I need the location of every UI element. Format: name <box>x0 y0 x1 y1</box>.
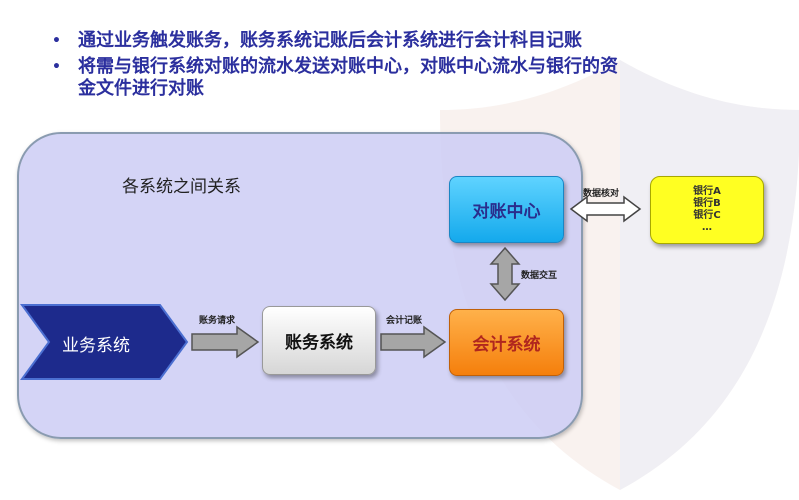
bullet-text: 通过业务触发账务，账务系统记账后会计系统进行会计科目记账 <box>78 30 582 51</box>
bullet-continuation: 金文件进行对账 <box>52 78 772 100</box>
edge-label-accounting-entry: 会计记账 <box>386 316 423 326</box>
arrow-recon-banks <box>569 195 642 223</box>
bank-item: 银行C <box>693 210 721 221</box>
bullet-item: • 通过业务触发账务，账务系统记账后会计系统进行会计科目记账 <box>52 30 772 52</box>
bullet-text: 将需与银行系统对账的流水发送对账中心，对账中心流水与银行的资 <box>78 56 618 77</box>
bullet-text: 金文件进行对账 <box>78 78 204 99</box>
arrow-recon-accounting <box>489 246 521 302</box>
edge-label-data-exchange: 数据交互 <box>521 271 558 281</box>
ledger-system-label: 账务系统 <box>285 333 353 353</box>
bullet-item: • 将需与银行系统对账的流水发送对账中心，对账中心流水与银行的资 <box>52 56 772 78</box>
bank-item: 银行A <box>693 186 721 197</box>
ledger-system-box: 账务系统 <box>262 306 376 375</box>
edge-label-data-check: 数据核对 <box>583 189 620 199</box>
arrow-ledger-to-accounting <box>380 325 447 359</box>
bank-item-ellipsis: … <box>702 222 712 233</box>
recon-center-label: 对账中心 <box>472 202 541 222</box>
accounting-system-label: 会计系统 <box>472 335 541 355</box>
bullet-list: • 通过业务触发账务，账务系统记账后会计系统进行会计科目记账 • 将需与银行系统… <box>52 30 772 104</box>
arrow-business-to-ledger <box>191 325 260 359</box>
recon-center-box: 对账中心 <box>449 176 564 243</box>
business-system-label: 业务系统 <box>62 336 130 356</box>
bank-item: 银行B <box>693 198 721 209</box>
banks-box: 银行A 银行B 银行C … <box>650 176 764 244</box>
bullet-dot-icon: • <box>52 59 61 75</box>
accounting-system-box: 会计系统 <box>449 309 564 376</box>
bullet-dot-icon: • <box>52 33 61 49</box>
edge-label-ledger-request: 账务请求 <box>199 316 236 326</box>
business-system-chevron <box>20 304 189 380</box>
panel-title: 各系统之间关系 <box>122 177 241 197</box>
